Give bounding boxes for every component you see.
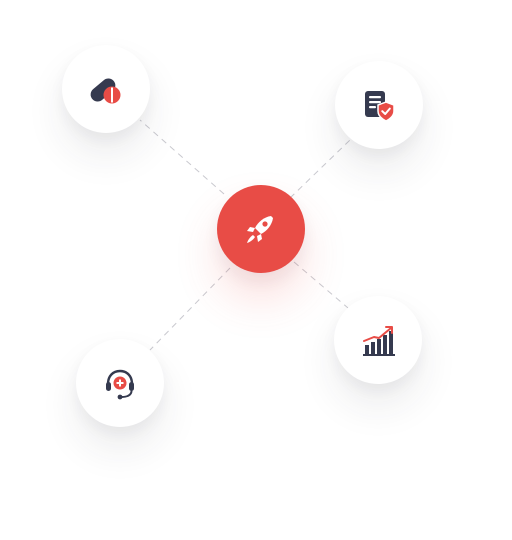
connector-hub-pill [139, 119, 225, 195]
document-node [335, 61, 423, 149]
connector-hub-chart [293, 261, 349, 309]
growth-chart-icon [363, 326, 395, 356]
medical-headset-icon [106, 369, 134, 400]
rocket-window [262, 221, 268, 227]
rocket-icon [247, 216, 273, 243]
pill-node [62, 45, 150, 133]
rocket-hub [217, 185, 305, 273]
connector-hub-doc [289, 139, 351, 199]
connector-hub-headset [149, 267, 231, 351]
document-shield-icon [365, 91, 395, 122]
chart-node [334, 296, 422, 384]
headset-node [76, 339, 164, 427]
pill-capsule-icon [90, 78, 121, 104]
